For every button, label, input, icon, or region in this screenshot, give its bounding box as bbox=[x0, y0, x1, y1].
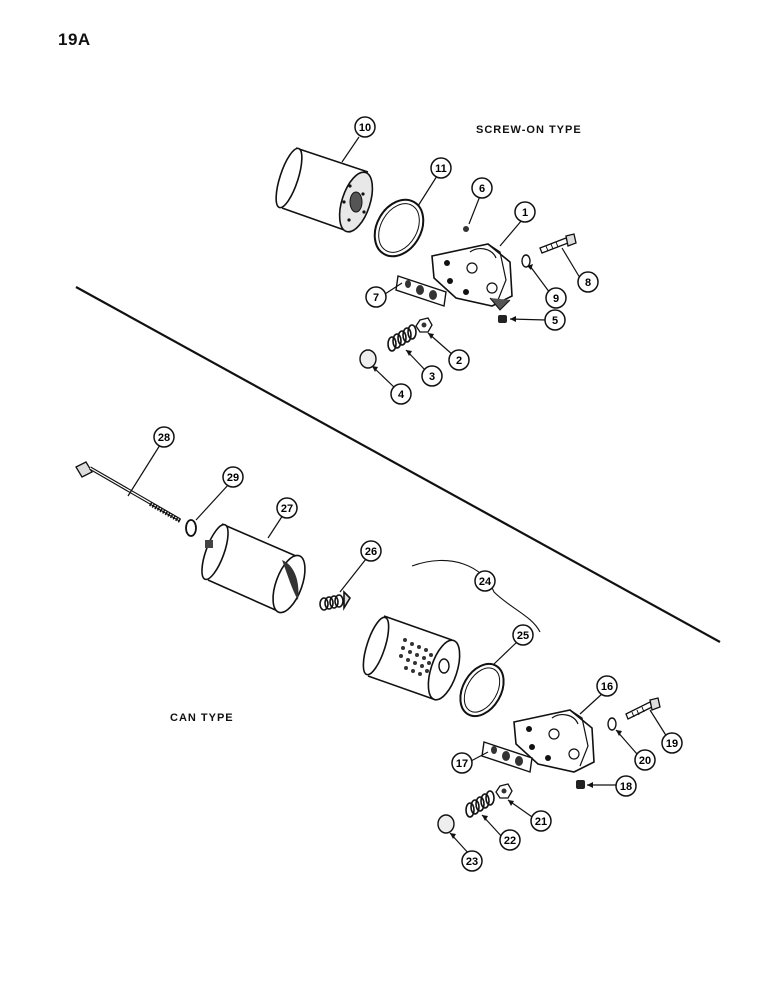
callout-27-label: 27 bbox=[281, 503, 293, 515]
leader-arrowheads bbox=[372, 264, 622, 839]
can-relief-spring-part bbox=[465, 790, 495, 818]
callout-10-label: 10 bbox=[359, 122, 371, 134]
can-bolt-part bbox=[625, 697, 661, 720]
plug-part bbox=[463, 226, 469, 232]
callout-23: 23 bbox=[461, 850, 483, 872]
callout-11: 11 bbox=[430, 157, 452, 179]
cap-part bbox=[359, 349, 377, 369]
callout-28: 28 bbox=[153, 426, 175, 448]
callout-7: 7 bbox=[365, 286, 387, 308]
callout-19: 19 bbox=[661, 732, 683, 754]
can-spring-part bbox=[319, 590, 352, 611]
callout-11-label: 11 bbox=[435, 163, 447, 175]
callout-21: 21 bbox=[530, 810, 552, 832]
callout-10: 10 bbox=[354, 116, 376, 138]
callout-1: 1 bbox=[514, 201, 536, 223]
screw-on-type-label: SCREW-ON TYPE bbox=[476, 124, 582, 136]
callout-16-label: 16 bbox=[601, 681, 613, 693]
callout-20: 20 bbox=[634, 749, 656, 771]
callout-17-label: 17 bbox=[456, 758, 468, 770]
filter-element-part bbox=[362, 615, 461, 701]
callout-1-label: 1 bbox=[522, 207, 528, 219]
callout-8: 8 bbox=[577, 271, 599, 293]
callout-3-label: 3 bbox=[429, 371, 435, 383]
seal-washer-part bbox=[185, 519, 197, 537]
gasket-part bbox=[395, 275, 447, 307]
callout-18-label: 18 bbox=[620, 781, 632, 793]
callout-25: 25 bbox=[512, 624, 534, 646]
callout-26-label: 26 bbox=[365, 546, 377, 558]
page-title: 19A bbox=[58, 30, 91, 49]
bolt-part bbox=[539, 233, 577, 254]
can-pipe-plug-part bbox=[576, 780, 585, 789]
callout-21-label: 21 bbox=[535, 816, 547, 828]
callout-3: 3 bbox=[421, 365, 443, 387]
leader-lines-screw-on bbox=[341, 136, 581, 390]
pipe-plug-part bbox=[498, 315, 507, 323]
callout-8-label: 8 bbox=[585, 277, 591, 289]
callout-9: 9 bbox=[545, 287, 567, 309]
callout-27: 27 bbox=[276, 497, 298, 519]
callout-24: 24 bbox=[474, 570, 496, 592]
washer-part bbox=[521, 254, 531, 268]
can-filter-head-part bbox=[513, 709, 595, 773]
screw-on-filter-part bbox=[275, 147, 374, 233]
callout-6-label: 6 bbox=[479, 183, 485, 195]
callout-4: 4 bbox=[390, 383, 412, 405]
can-o-ring-part bbox=[459, 662, 505, 718]
long-bolt-part bbox=[75, 461, 181, 523]
callout-24-label: 24 bbox=[479, 576, 492, 588]
can-washer-part bbox=[607, 717, 617, 731]
callout-6: 6 bbox=[471, 177, 493, 199]
can-type-label: CAN TYPE bbox=[170, 712, 234, 724]
callout-28-label: 28 bbox=[158, 432, 170, 444]
callout-5-label: 5 bbox=[552, 315, 558, 327]
callout-17: 17 bbox=[451, 752, 473, 774]
callout-5: 5 bbox=[544, 309, 566, 331]
callout-19-label: 19 bbox=[666, 738, 678, 750]
callout-26: 26 bbox=[360, 540, 382, 562]
callout-16: 16 bbox=[596, 675, 618, 697]
callout-7-label: 7 bbox=[373, 292, 379, 304]
can-nut-part bbox=[495, 783, 513, 799]
callout-23-label: 23 bbox=[466, 856, 478, 868]
callout-29-label: 29 bbox=[227, 472, 239, 484]
callout-9-label: 9 bbox=[553, 293, 559, 305]
can-cap-part bbox=[437, 814, 455, 834]
filter-head-part bbox=[431, 243, 513, 311]
o-ring-part bbox=[373, 198, 425, 258]
callout-18: 18 bbox=[615, 775, 637, 797]
assembly-bracket bbox=[411, 559, 541, 633]
callout-22: 22 bbox=[499, 829, 521, 851]
callout-2-label: 2 bbox=[456, 355, 462, 367]
filter-can-part bbox=[201, 523, 306, 614]
callout-29: 29 bbox=[222, 466, 244, 488]
nut-part bbox=[415, 317, 433, 333]
callout-22-label: 22 bbox=[504, 835, 516, 847]
section-divider-line bbox=[75, 286, 721, 643]
can-gasket-part bbox=[481, 741, 533, 773]
callout-4-label: 4 bbox=[398, 389, 405, 401]
callout-20-label: 20 bbox=[639, 755, 651, 767]
callout-25-label: 25 bbox=[517, 630, 529, 642]
spring-part bbox=[387, 324, 417, 352]
callout-2: 2 bbox=[448, 349, 470, 371]
